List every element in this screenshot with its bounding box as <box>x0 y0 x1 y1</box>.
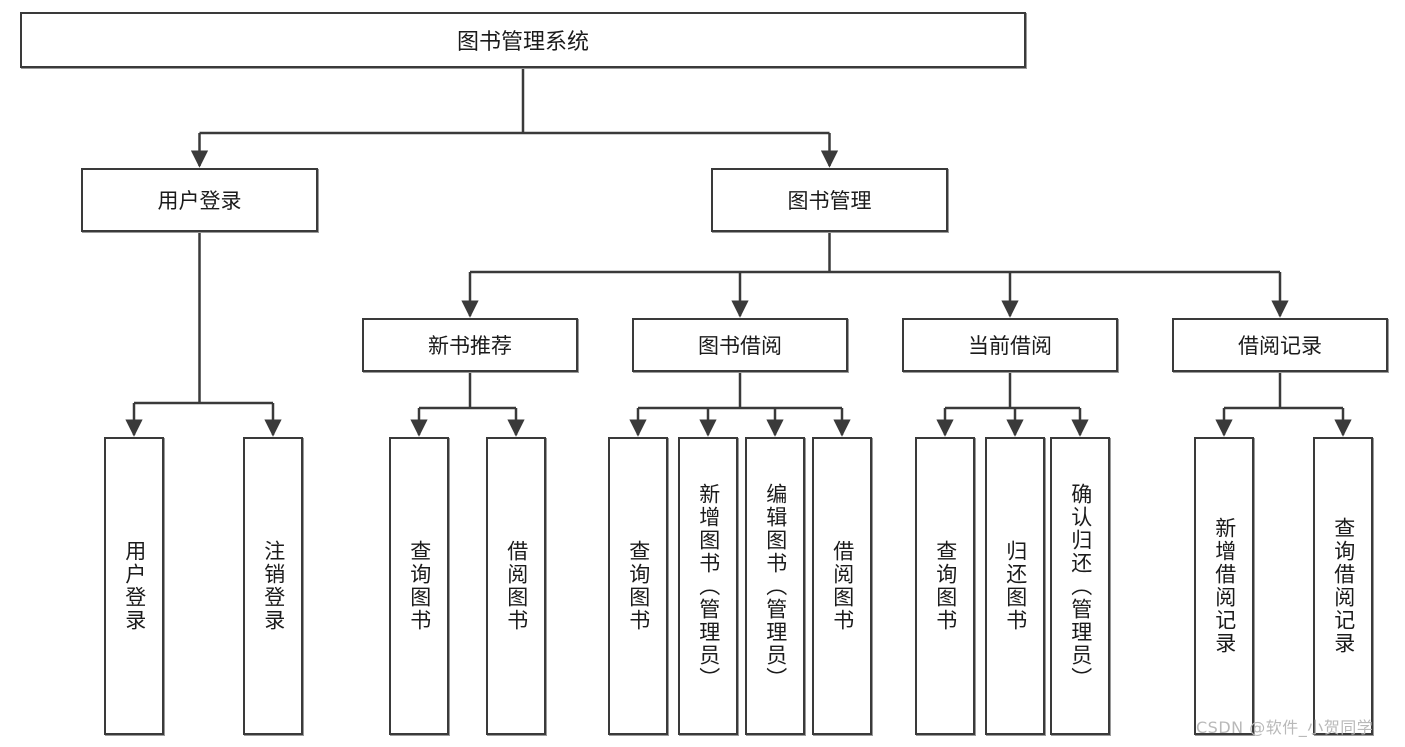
node-leaf-user-login-label: 用户登录 <box>122 540 147 632</box>
node-level2-new-book-recommend[interactable]: 新书推荐 <box>362 318 578 372</box>
node-leaf-borrow-book-recommend[interactable]: 借阅图书 <box>486 437 546 735</box>
node-leaf-confirm-return-admin[interactable]: 确认归还（管理员） <box>1050 437 1110 735</box>
node-leaf-query-book-current[interactable]: 查询图书 <box>915 437 975 735</box>
watermark: CSDN @软件_小贺同学 <box>1196 718 1374 737</box>
node-leaf-borrow-book-recommend-label: 借阅图书 <box>504 540 529 632</box>
node-leaf-edit-book-admin[interactable]: 编辑图书（管理员） <box>745 437 805 735</box>
node-level1-book-management-label: 图书管理 <box>787 189 872 213</box>
node-level2-book-borrow[interactable]: 图书借阅 <box>632 318 848 372</box>
node-leaf-query-book-borrow-label: 查询图书 <box>626 540 651 632</box>
node-leaf-return-book-label: 归还图书 <box>1003 540 1028 632</box>
node-leaf-add-borrow-record[interactable]: 新增借阅记录 <box>1194 437 1254 735</box>
node-leaf-borrow-book-label: 借阅图书 <box>830 540 855 632</box>
node-leaf-query-book-current-label: 查询图书 <box>933 540 958 632</box>
node-level1-book-management[interactable]: 图书管理 <box>711 168 948 232</box>
node-leaf-query-borrow-record[interactable]: 查询借阅记录 <box>1313 437 1373 735</box>
node-leaf-add-borrow-record-label: 新增借阅记录 <box>1212 517 1237 655</box>
node-leaf-query-book-recommend-label: 查询图书 <box>407 540 432 632</box>
node-leaf-user-login[interactable]: 用户登录 <box>104 437 164 735</box>
node-level2-borrow-record-label: 借阅记录 <box>1238 334 1322 358</box>
node-root[interactable]: 图书管理系统 <box>20 12 1026 68</box>
node-level2-current-borrow-label: 当前借阅 <box>968 334 1052 358</box>
node-leaf-add-book-admin-label: 新增图书（管理员） <box>696 482 721 690</box>
node-level1-user-login-label: 用户登录 <box>157 189 242 213</box>
node-leaf-return-book[interactable]: 归还图书 <box>985 437 1045 735</box>
node-leaf-add-book-admin[interactable]: 新增图书（管理员） <box>678 437 738 735</box>
node-leaf-logout-label: 注销登录 <box>261 540 286 632</box>
node-leaf-query-book-recommend[interactable]: 查询图书 <box>389 437 449 735</box>
node-leaf-confirm-return-admin-label: 确认归还（管理员） <box>1068 482 1093 690</box>
node-level2-new-book-recommend-label: 新书推荐 <box>428 334 512 358</box>
node-level2-book-borrow-label: 图书借阅 <box>698 334 782 358</box>
node-leaf-query-borrow-record-label: 查询借阅记录 <box>1331 517 1356 655</box>
node-level2-current-borrow[interactable]: 当前借阅 <box>902 318 1118 372</box>
node-leaf-query-book-borrow[interactable]: 查询图书 <box>608 437 668 735</box>
node-root-label: 图书管理系统 <box>456 30 589 55</box>
node-level1-user-login[interactable]: 用户登录 <box>81 168 318 232</box>
node-leaf-edit-book-admin-label: 编辑图书（管理员） <box>763 482 788 690</box>
node-level2-borrow-record[interactable]: 借阅记录 <box>1172 318 1388 372</box>
node-leaf-borrow-book[interactable]: 借阅图书 <box>812 437 872 735</box>
node-leaf-logout[interactable]: 注销登录 <box>243 437 303 735</box>
